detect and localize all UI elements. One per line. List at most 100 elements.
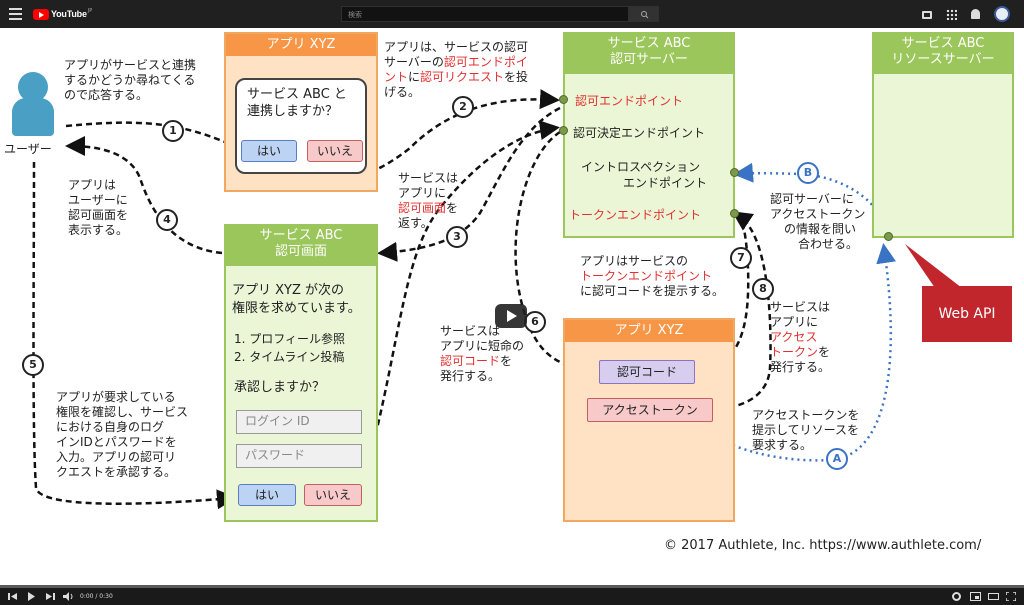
note-a-line3: 要求する。 <box>752 438 813 452</box>
token-endpoint: トークンエンドポイント <box>569 208 702 222</box>
video-play-button[interactable] <box>495 304 527 328</box>
auth-server-title: サービス ABC 認可サーバー <box>565 34 733 74</box>
authorization-code-chip[interactable]: 認可コード <box>599 360 695 384</box>
search-button[interactable] <box>629 6 659 22</box>
auth-yes-button[interactable]: はい <box>238 484 296 506</box>
theater-mode-icon[interactable] <box>988 592 999 601</box>
note-b-line3: の情報を問い <box>784 222 857 236</box>
video-controls: 0:00 / 0:30 <box>0 588 1024 605</box>
note-5-line1: アプリが要求している <box>56 390 176 404</box>
note-6-line1: サービスは <box>440 324 501 338</box>
arrow-step-5 <box>32 161 237 510</box>
play-icon[interactable] <box>27 592 36 601</box>
step-1-marker: 1 <box>162 120 184 142</box>
password-field[interactable]: パスワード <box>236 444 362 468</box>
miniplayer-icon[interactable] <box>970 592 981 601</box>
video-frame-slide[interactable]: ユーザー アプリ XYZ サービス ABC と 連携しますか？ はい いいえ サ… <box>0 28 1024 584</box>
auth-server-box: サービス ABC 認可サーバー 認可エンドポイント 認可決定エンドポイント イン… <box>563 32 735 238</box>
youtube-logo-region: JP <box>87 8 93 14</box>
apps-grid-icon[interactable] <box>946 8 957 20</box>
arrow-step-3 <box>377 106 561 262</box>
note-6-line3-post: を <box>500 354 513 368</box>
connect-dialog: サービス ABC と 連携しますか？ はい いいえ <box>235 78 367 174</box>
note-7-line2-red: トークンエンドポイント <box>580 269 713 283</box>
dialog-text-line1: サービス ABC と <box>247 87 347 102</box>
app-xyz-bottom-box: アプリ XYZ 認可コード アクセストークン <box>563 318 735 522</box>
note-4-line4: 表示する。 <box>68 223 129 237</box>
note-step-a: アクセストークンを 提示してリソースを 要求する。 <box>752 408 859 453</box>
note-6-line2: アプリに短命の <box>440 339 525 353</box>
note-8-line3-red: アクセス <box>770 330 818 344</box>
search-input[interactable]: 検索 <box>341 6 629 22</box>
note-step-5: アプリが要求している 権限を確認し、サービス における自身のログ インIDとパス… <box>56 390 188 480</box>
note-2-line3-post: を投 <box>504 70 529 84</box>
permission-timeline: 2. タイムライン投稿 <box>234 350 345 364</box>
note-5-line5: 入力。アプリの認可リ <box>56 450 177 464</box>
introspection-endpoint-line2: エンドポイント <box>623 176 708 190</box>
note-8-line4-red: トークン <box>770 345 819 359</box>
youtube-play-icon <box>33 8 49 20</box>
note-step-3: サービスは アプリに 認可画面を 返す。 <box>398 171 458 231</box>
note-step-2: アプリは、サービスの認可 サーバーの認可エンドポイ ントに認可リクエストを投 げ… <box>384 40 528 100</box>
decision-endpoint: 認可決定エンドポイント <box>573 126 706 140</box>
arrow-step-7 <box>694 211 755 373</box>
fullscreen-icon[interactable] <box>1006 592 1016 601</box>
volume-icon[interactable] <box>63 592 74 601</box>
authorization-endpoint: 認可エンドポイント <box>575 94 684 108</box>
settings-gear-icon[interactable] <box>952 592 961 601</box>
note-step-6: サービスは アプリに短命の 認可コードを 発行する。 <box>440 324 524 384</box>
menu-icon[interactable] <box>9 8 22 20</box>
endpoint-dot-auth <box>559 95 568 104</box>
step-b-marker: B <box>797 162 819 184</box>
arrow-step-8 <box>710 212 772 419</box>
auth-server-title-line1: サービス ABC <box>607 36 691 51</box>
account-avatar[interactable] <box>994 6 1010 22</box>
user-label: ユーザー <box>4 142 52 156</box>
youtube-header: YouTube JP 検索 <box>0 0 1024 28</box>
note-a-line2: 提示してリソースを <box>752 423 860 437</box>
note-step-8: サービスは アプリに アクセス トークンを 発行する。 <box>770 300 830 375</box>
create-video-icon[interactable] <box>922 11 932 19</box>
note-6-line4: 発行する。 <box>440 369 501 383</box>
auth-no-button[interactable]: いいえ <box>304 484 362 506</box>
auth-server-title-line2: 認可サーバー <box>610 52 688 67</box>
note-5-line6: クエストを承認する。 <box>56 465 177 479</box>
next-icon[interactable] <box>45 592 55 601</box>
previous-icon[interactable] <box>8 592 18 601</box>
note-a-line1: アクセストークンを <box>752 408 860 422</box>
search-icon <box>641 11 649 19</box>
note-6-line3-red: 認可コード <box>440 354 501 368</box>
note-1-line1: アプリがサービスと連携 <box>64 58 197 72</box>
step-4-marker: 4 <box>156 209 178 231</box>
youtube-logo[interactable]: YouTube JP <box>33 8 92 20</box>
access-token-chip[interactable]: アクセストークン <box>587 398 713 422</box>
note-4-line2: ユーザーに <box>68 193 128 207</box>
web-api-label: Web API <box>922 286 1012 342</box>
step-6-marker: 6 <box>524 311 546 333</box>
video-progress-bar[interactable] <box>0 585 1024 588</box>
app-xyz-top-title: アプリ XYZ <box>226 34 376 56</box>
resource-server-title-line1: サービス ABC <box>901 36 985 51</box>
video-time: 0:00 / 0:30 <box>80 593 113 600</box>
note-b-line2: アクセストークン <box>770 207 866 221</box>
endpoint-dot-decision <box>559 126 568 135</box>
app-no-button[interactable]: いいえ <box>307 140 363 162</box>
user-icon <box>12 98 54 136</box>
note-7-line3: に認可コードを提示する。 <box>580 284 725 298</box>
auth-screen-line2: 権限を求めています。 <box>232 301 361 316</box>
app-yes-button[interactable]: はい <box>241 140 297 162</box>
user-icon-head <box>18 72 48 102</box>
dialog-text-line2: 連携しますか？ <box>247 104 339 119</box>
note-3-line3-post: を <box>446 201 459 215</box>
notifications-bell-icon[interactable] <box>971 9 980 19</box>
note-b-line1: 認可サーバーに <box>770 192 854 206</box>
note-4-line3: 認可画面を <box>68 208 129 222</box>
login-id-field[interactable]: ログイン ID <box>236 410 362 434</box>
note-1-line2: するかどうか尋ねてくる <box>64 73 196 87</box>
note-5-line2: 権限を確認し、サービス <box>56 405 189 419</box>
step-a-marker: A <box>826 448 848 470</box>
introspection-endpoint-line1: イントロスペクション <box>581 160 701 174</box>
note-3-line1: サービスは <box>398 171 459 185</box>
endpoint-dot-introspection <box>730 168 739 177</box>
note-8-line2: アプリに <box>770 315 819 329</box>
